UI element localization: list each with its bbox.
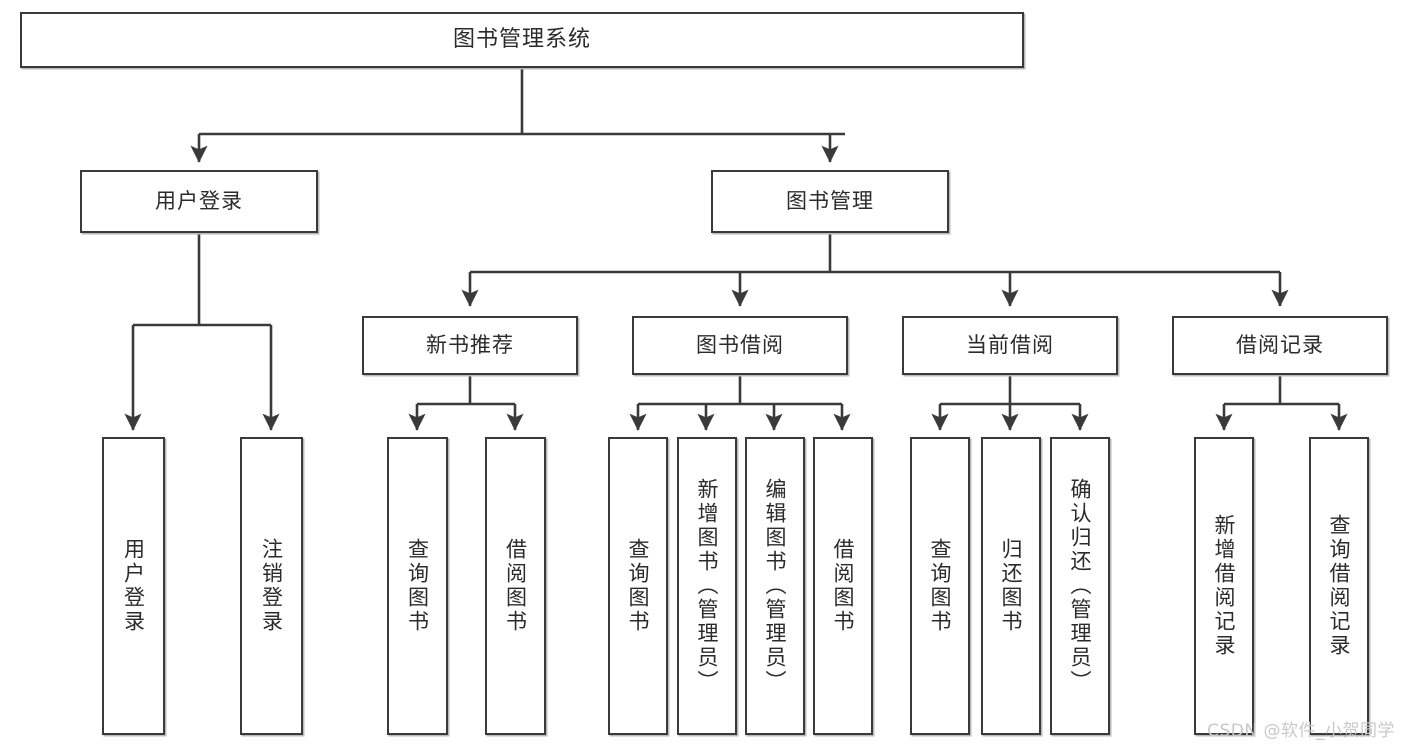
node-label: 用户登录: [155, 188, 243, 213]
node-leaf-borrow-book-2[interactable]: 借阅图书: [813, 437, 873, 735]
node-leaf-user-login[interactable]: 用户登录: [102, 437, 165, 735]
node-leaf-add-book[interactable]: 新增图书（管理员）: [677, 437, 737, 735]
node-label: 借阅图书: [503, 538, 528, 634]
node-book-borrow[interactable]: 图书借阅: [632, 316, 848, 375]
node-current-borrow[interactable]: 当前借阅: [902, 316, 1118, 375]
node-leaf-query-book-2[interactable]: 查询图书: [608, 437, 668, 735]
node-label: 新书推荐: [426, 332, 514, 357]
node-leaf-query-book-1[interactable]: 查询图书: [387, 437, 448, 735]
node-label: 新增借阅记录: [1212, 514, 1237, 658]
node-book-manage[interactable]: 图书管理: [711, 170, 949, 233]
node-label: 借阅记录: [1236, 332, 1324, 357]
node-leaf-borrow-book-1[interactable]: 借阅图书: [485, 437, 546, 735]
node-label: 查询借阅记录: [1327, 514, 1352, 658]
node-label: 确认归还（管理员）: [1068, 478, 1093, 694]
node-label: 图书管理: [786, 188, 874, 213]
node-leaf-query-book-3[interactable]: 查询图书: [910, 437, 970, 735]
node-label: 查询图书: [405, 538, 430, 634]
node-label: 图书管理系统: [452, 26, 591, 52]
node-borrow-record[interactable]: 借阅记录: [1172, 316, 1388, 375]
node-label: 当前借阅: [966, 332, 1054, 357]
node-new-book-recommend[interactable]: 新书推荐: [362, 316, 578, 375]
node-label: 注销登录: [259, 538, 284, 634]
node-user-login[interactable]: 用户登录: [80, 170, 318, 233]
node-label: 查询图书: [928, 538, 953, 634]
csdn-watermark: CSDN @软件_小贺同学: [1207, 721, 1395, 741]
node-label: 用户登录: [121, 538, 146, 634]
node-root-system[interactable]: 图书管理系统: [20, 12, 1024, 68]
node-leaf-edit-book[interactable]: 编辑图书（管理员）: [745, 437, 805, 735]
node-label: 新增图书（管理员）: [695, 478, 720, 694]
node-label: 查询图书: [626, 538, 651, 634]
node-label: 图书借阅: [696, 332, 784, 357]
node-leaf-add-record[interactable]: 新增借阅记录: [1194, 437, 1254, 735]
node-leaf-logout[interactable]: 注销登录: [240, 437, 303, 735]
node-label: 编辑图书（管理员）: [763, 478, 788, 694]
node-label: 借阅图书: [831, 538, 856, 634]
node-leaf-confirm-return[interactable]: 确认归还（管理员）: [1050, 437, 1110, 735]
node-leaf-return-book[interactable]: 归还图书: [981, 437, 1041, 735]
node-label: 归还图书: [999, 538, 1024, 634]
node-leaf-query-record[interactable]: 查询借阅记录: [1309, 437, 1369, 735]
